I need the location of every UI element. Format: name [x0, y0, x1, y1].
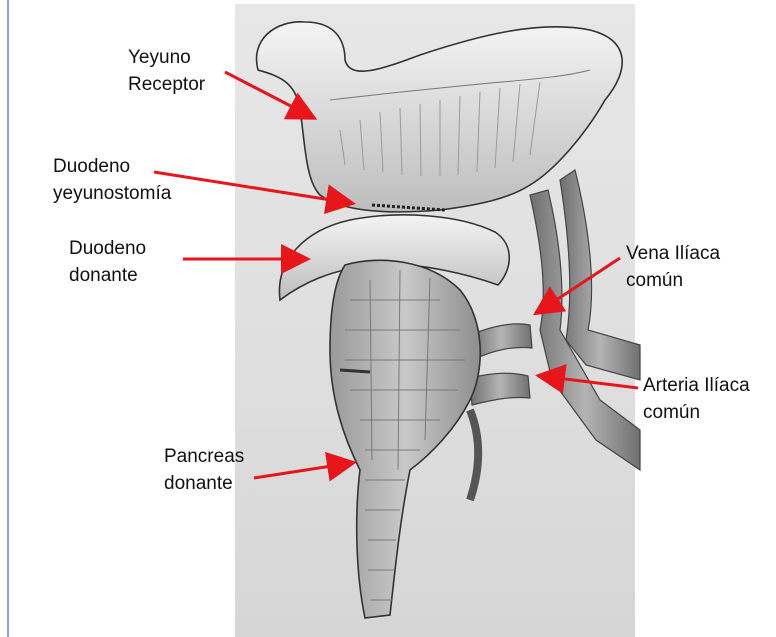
iliac-vessels — [470, 170, 640, 500]
donor-pancreas — [330, 260, 480, 618]
